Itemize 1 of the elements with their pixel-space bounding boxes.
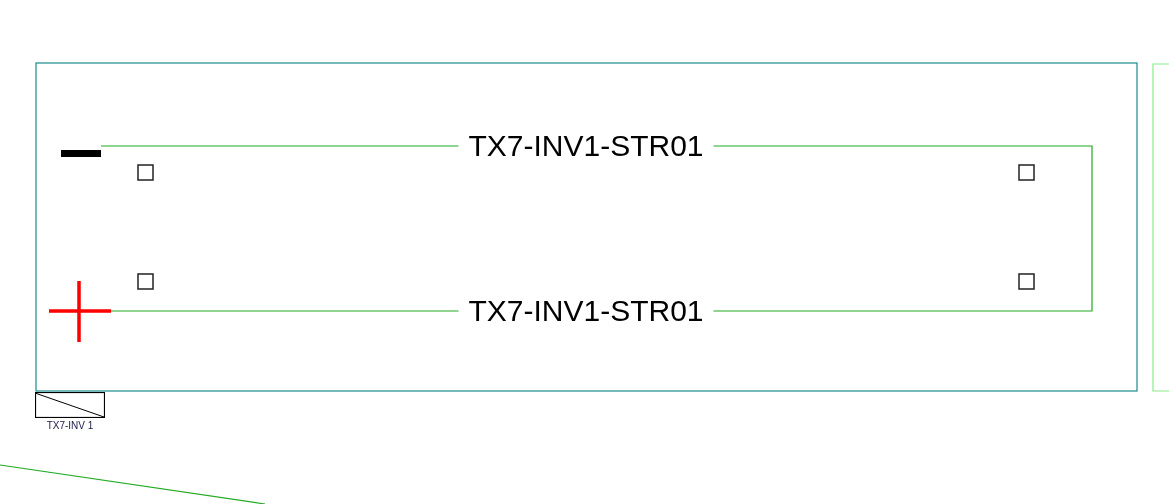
inverter-name: TX7-INV 1 <box>45 420 95 432</box>
